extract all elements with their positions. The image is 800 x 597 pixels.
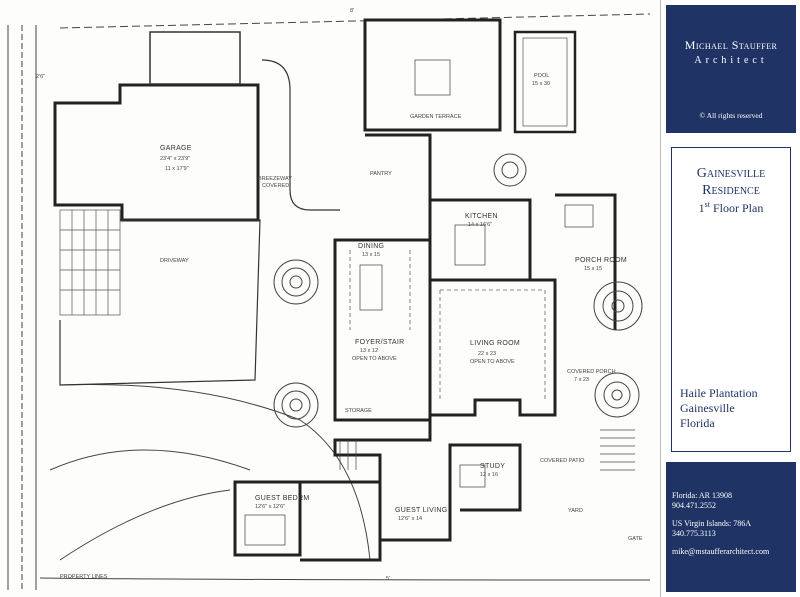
guest-bed-dim: 12'6" x 12'6" (255, 504, 285, 510)
interior-dashed (349, 250, 546, 400)
house-walls (233, 18, 617, 562)
dim-left: 2'6" (36, 74, 45, 80)
living-dim: 22 x 23 (478, 351, 496, 357)
kitchen-dim: 14 x 16'6" (468, 222, 492, 228)
living-sub: OPEN TO ABOVE (470, 359, 515, 365)
paving-grid (59, 209, 121, 316)
foyer-sub: OPEN TO ABOVE (352, 356, 397, 362)
drawing-title-line-2: Residence (702, 183, 760, 198)
covered-porch-label: COVERED PORCH (567, 369, 616, 375)
floor-plan-svg: GARAGE 23'4" x 23'9" 11 x 17'9" BREEZEWA… (7, 8, 651, 590)
architect-logo: Michael Stauffer Architect © All rights … (666, 5, 796, 133)
site-lines (7, 13, 651, 590)
architect-subtitle: Architect (694, 55, 768, 66)
furniture (244, 59, 594, 546)
location-line-2: Gainesville (680, 401, 735, 415)
kitchen-label: KITCHEN (465, 213, 498, 220)
location-line-3: Florida (680, 416, 715, 430)
living-label: LIVING ROOM (470, 340, 520, 347)
covered-patio-label: COVERED PATIO (540, 458, 585, 464)
garage-label: GARAGE (160, 145, 192, 152)
florida-phone: 904.471.2552 (672, 501, 716, 510)
driveway-label: DRIVEWAY (160, 258, 189, 264)
drawing-title: Gainesville Residence (672, 165, 790, 199)
floor-plan-drawing: GARAGE 23'4" x 23'9" 11 x 17'9" BREEZEWA… (7, 8, 651, 590)
dining-label: DINING (358, 243, 384, 250)
property-line-label: PROPERTY LINES (60, 574, 108, 580)
gate-label: GATE (628, 536, 643, 542)
guest-bed-label: GUEST BEDRM (255, 495, 310, 502)
porch-room-label: PORCH ROOM (575, 257, 627, 264)
driveway-outline (59, 219, 261, 386)
breezeway-path (261, 59, 340, 211)
pool-label: POOL (534, 73, 549, 79)
pantry-label: PANTRY (370, 171, 392, 177)
garage-walls (53, 83, 260, 222)
dim-bottom: 5' (386, 576, 390, 582)
porch-room-dim: 15 x 15 (584, 266, 602, 272)
pool-outline (513, 30, 577, 134)
usvi-license: US Virgin Islands: 786A (672, 519, 752, 528)
rights-notice: © All rights reserved (699, 111, 763, 120)
project-location: Haile Plantation Gainesville Florida (680, 386, 758, 431)
utility-yard (149, 31, 241, 85)
covered-porch-dim: 7 x 23 (574, 377, 589, 383)
study-label: STUDY (480, 463, 505, 470)
yard-label: YARD (568, 508, 583, 514)
florida-license: Florida: AR 13908 (672, 491, 733, 500)
architect-name: Michael Stauffer (684, 38, 778, 52)
drawing-title-line-1: Gainesville (696, 166, 766, 181)
guest-living-dim: 12'6" x 14 (398, 516, 422, 522)
study-dim: 12 x 16 (480, 472, 498, 478)
dim-top: 8' (350, 8, 354, 14)
location-line-1: Haile Plantation (680, 386, 758, 400)
foyer-label: FOYER/STAIR (355, 339, 404, 346)
contact-info: Florida: AR 13908 904.471.2552 US Virgin… (666, 462, 796, 592)
floor-number: 1 (698, 201, 705, 215)
garage-sub: 11 x 17'9" (165, 166, 189, 172)
title-block: Michael Stauffer Architect © All rights … (660, 0, 800, 597)
dining-dim: 13 x 15 (362, 252, 380, 258)
pool-dim: 15 x 30 (532, 81, 550, 87)
breezeway-sub: COVERED (262, 183, 289, 189)
drawing-subtitle: 1st Floor Plan (672, 200, 790, 216)
garden-label: GARDEN TERRACE (410, 114, 462, 120)
pool-inner (522, 37, 568, 127)
storage-label: STORAGE (345, 408, 372, 414)
breezeway-label: BREEZEWAY (258, 176, 292, 182)
stair-treads (339, 429, 635, 471)
spiral-features (273, 153, 643, 428)
garage-dim: 23'4" x 23'9" (160, 156, 190, 162)
floor-label: Floor Plan (713, 201, 764, 215)
foyer-dim: 13 x 12 (360, 348, 378, 354)
drawing-title-box: Gainesville Residence 1st Floor Plan Hai… (671, 147, 791, 452)
usvi-phone: 340.775.3113 (672, 529, 716, 538)
guest-living-label: GUEST LIVING (395, 507, 447, 514)
email-link[interactable]: mike@mstaufferarchitect.com (672, 547, 770, 556)
floor-suffix: st (704, 200, 710, 209)
